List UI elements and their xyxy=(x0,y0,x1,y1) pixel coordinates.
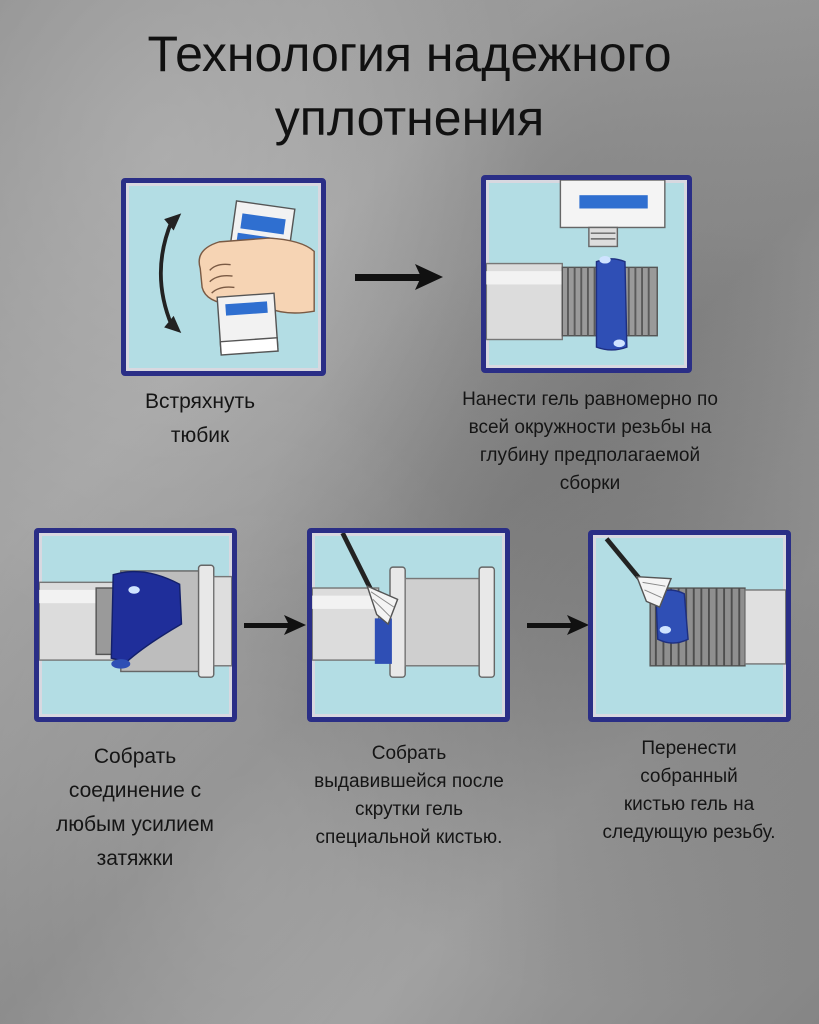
step-4-caption: Собрать выдавившейся после скрутки гель … xyxy=(270,740,548,852)
step-4-caption-line: Собрать xyxy=(371,743,447,764)
step-2-caption-line: всей окружности резьбы на xyxy=(468,417,712,438)
arrow-right-icon xyxy=(355,264,443,290)
step-4-caption-line: специальной кистью. xyxy=(315,827,503,848)
step-5-caption-line: собранный xyxy=(640,766,738,787)
step-2-caption-line: сборки xyxy=(559,473,621,494)
step-1-caption: Встряхнуть тюбик xyxy=(90,385,310,453)
apply-gel-icon xyxy=(486,180,666,351)
step-3-panel xyxy=(34,528,237,722)
brush-transfer-icon xyxy=(604,537,786,667)
arrow-right-icon xyxy=(244,615,306,635)
step-4-panel xyxy=(307,528,510,722)
step-5-caption: Перенести собранный кистью гель на следу… xyxy=(560,735,818,847)
step-2-panel xyxy=(481,175,692,373)
step-3-caption-line: соединение с xyxy=(68,779,202,802)
assemble-joint-icon xyxy=(39,564,232,678)
arrow-right-icon xyxy=(527,615,589,635)
step-3-caption-line: затяжки xyxy=(96,847,174,870)
step-5-panel xyxy=(588,530,791,722)
brush-collect-icon xyxy=(312,533,496,678)
tube-shake-icon xyxy=(159,200,315,356)
step-4-caption-line: выдавившейся после xyxy=(314,771,504,792)
step-3-caption-line: любым усилием xyxy=(56,813,214,836)
title-line-1: Технология надежного xyxy=(147,26,672,82)
title-line-2: уплотнения xyxy=(274,90,545,146)
step-2-caption: Нанести гель равномерно по всей окружнос… xyxy=(435,386,745,498)
step-5-caption-line: кистью гель на xyxy=(623,794,755,815)
page-title: Технология надежного уплотнения xyxy=(0,22,819,150)
step-5-caption-line: следующую резьбу. xyxy=(602,822,776,843)
step-3-caption-line: Собрать xyxy=(93,745,177,768)
step-4-caption-line: скрутки гель xyxy=(354,799,463,820)
step-5-caption-line: Перенести xyxy=(641,738,737,759)
step-1-caption-line: тюбик xyxy=(170,424,230,447)
step-1-caption-line: Встряхнуть xyxy=(144,390,256,413)
step-2-caption-line: Нанести гель равномерно по xyxy=(462,389,718,410)
step-3-caption: Собрать соединение с любым усилием затяж… xyxy=(20,740,250,876)
step-2-caption-line: глубину предполагаемой xyxy=(479,445,701,466)
step-1-panel xyxy=(121,178,326,376)
